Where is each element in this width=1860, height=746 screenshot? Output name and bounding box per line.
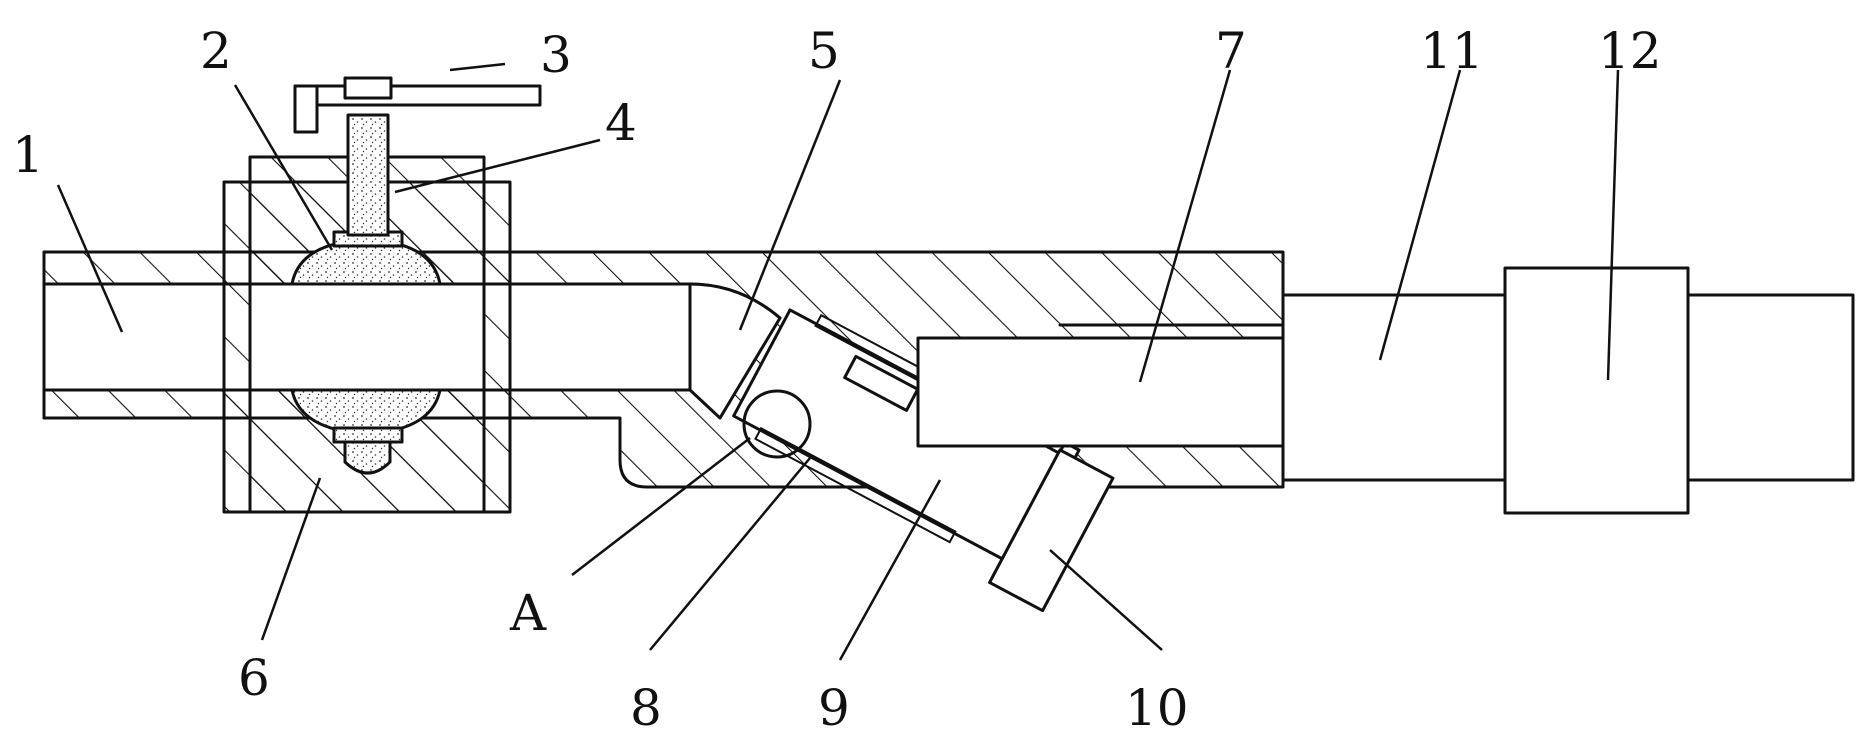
detail-circle-a bbox=[742, 389, 812, 459]
coupling-nut bbox=[1503, 266, 1690, 515]
label-2: 2 bbox=[200, 22, 232, 80]
valve-stem bbox=[346, 113, 390, 237]
label-4: 4 bbox=[605, 94, 637, 152]
label-a: A bbox=[509, 584, 547, 642]
ball-valve-core bbox=[290, 230, 442, 475]
label-10: 10 bbox=[1125, 679, 1189, 737]
label-9: 9 bbox=[818, 679, 850, 737]
part-labels: 1 2 3 4 5 6 7 8 9 10 11 12 A bbox=[12, 22, 1662, 737]
valve-handle bbox=[293, 76, 542, 134]
leader-lines bbox=[56, 62, 1620, 661]
label-11: 11 bbox=[1420, 22, 1484, 80]
label-5: 5 bbox=[808, 22, 840, 80]
angled-chamber bbox=[688, 282, 782, 420]
label-1: 1 bbox=[12, 126, 44, 184]
end-cap bbox=[988, 448, 1115, 613]
label-7: 7 bbox=[1215, 22, 1247, 80]
label-8: 8 bbox=[630, 679, 662, 737]
label-6: 6 bbox=[238, 649, 270, 707]
outlet-sleeve bbox=[916, 323, 1285, 448]
label-12: 12 bbox=[1598, 22, 1662, 80]
label-3: 3 bbox=[540, 26, 572, 84]
